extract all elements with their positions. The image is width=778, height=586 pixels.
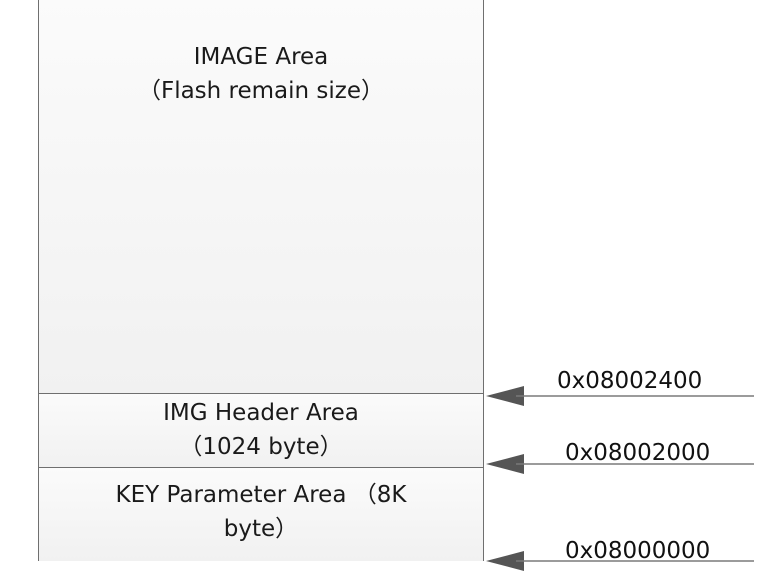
key-parameter-area-subtitle: byte）: [223, 516, 299, 542]
header-start-arrow-icon: [486, 452, 756, 476]
memory-stack: IMAGE Area （Flash remain size） IMG Heade…: [38, 0, 484, 561]
key-start-address: 0x08000000: [565, 538, 711, 564]
img-header-area-subtitle: （1024 byte）: [179, 434, 343, 460]
image-area-title: IMAGE Area: [193, 44, 329, 70]
key-parameter-area-title: KEY Parameter Area （8K: [115, 482, 407, 508]
header-start-address: 0x08002000: [565, 440, 711, 466]
image-start-address: 0x08002400: [557, 368, 703, 394]
image-area-subtitle: （Flash remain size）: [137, 78, 385, 104]
key-parameter-area-block: KEY Parameter Area （8K byte）: [39, 467, 483, 561]
img-header-area-block: IMG Header Area （1024 byte）: [39, 393, 483, 467]
img-header-area-title: IMG Header Area: [163, 400, 359, 426]
image-area-block: IMAGE Area （Flash remain size）: [39, 0, 483, 393]
key-start-arrow-icon: [486, 549, 756, 573]
image-start-arrow-icon: [486, 385, 756, 409]
